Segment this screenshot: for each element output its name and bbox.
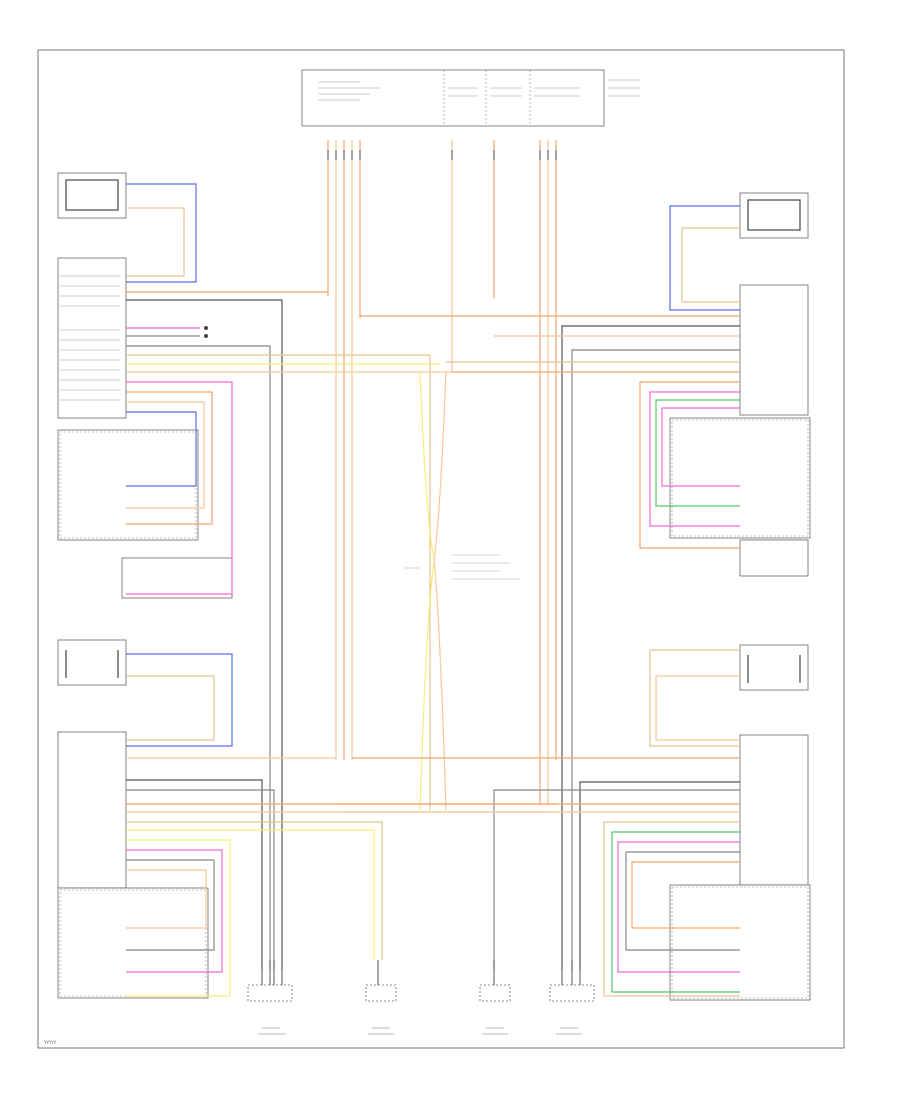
right-rear-window-switch <box>739 734 809 886</box>
right-front-section <box>360 192 811 970</box>
ground-center-left <box>365 984 397 1002</box>
left-rear-door-module <box>57 887 209 999</box>
right-rear-section <box>336 644 811 1001</box>
right-front-window-switch <box>739 284 809 416</box>
right-front-lock-switch <box>739 539 809 577</box>
right-front-door-module <box>669 417 811 539</box>
top-module <box>301 69 640 127</box>
left-front-door-module <box>57 429 199 541</box>
right-rear-door-module <box>669 884 811 1001</box>
right-rear-window-motor <box>739 644 809 691</box>
left-front-section <box>57 172 452 970</box>
left-rear-section <box>57 639 556 999</box>
trunk-wires <box>327 140 557 805</box>
left-front-window-switch <box>57 257 127 419</box>
footer-code: YYYYY <box>43 1040 57 1045</box>
left-front-lock-switch <box>121 557 233 599</box>
ground-center-right <box>479 984 511 1002</box>
center-module <box>404 371 520 811</box>
ground-connectors <box>247 960 595 1035</box>
ground-right <box>549 984 595 1002</box>
diagram-frame <box>37 49 845 1049</box>
ground-left <box>247 984 293 1002</box>
left-rear-window-motor <box>57 639 127 686</box>
left-rear-window-switch <box>57 731 127 889</box>
